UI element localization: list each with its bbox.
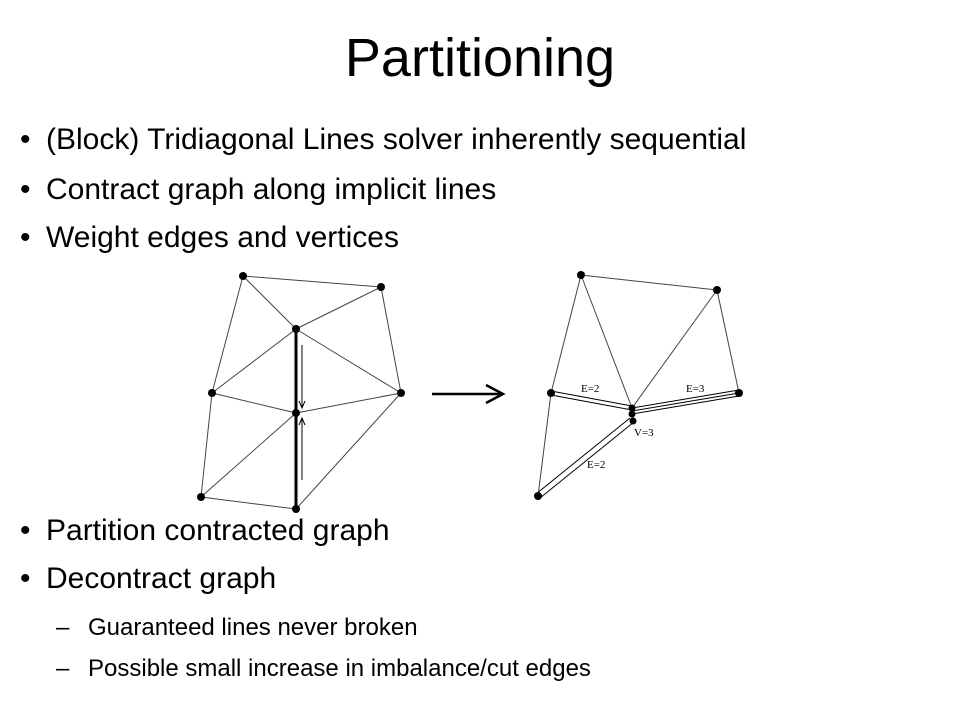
vertex-weight-label: V=3 [634, 427, 654, 439]
bullet-dot: • [20, 514, 31, 547]
graph-edge [211, 275, 244, 394]
graph-edge [537, 392, 552, 497]
graph-edge [295, 392, 402, 510]
bullet-text: Decontract graph [46, 562, 277, 595]
sub-bullet-text: Guaranteed lines never broken [88, 614, 418, 641]
sub-bullet-item: –Guaranteed lines never broken [56, 613, 418, 643]
graph-vertex [377, 283, 385, 291]
graph-vertex [239, 272, 247, 280]
up-arrowhead-icon [298, 416, 306, 426]
graph-vertex [208, 389, 216, 397]
contracted-vertices [534, 271, 743, 500]
graph-vertex [577, 271, 585, 279]
graph-vertex [534, 492, 542, 500]
original-vertices [197, 272, 405, 513]
bullet-dot: • [20, 123, 31, 156]
weighted-edge [535, 417, 631, 495]
bullet-text: Contract graph along implicit lines [46, 173, 497, 206]
graph-vertex [713, 286, 721, 294]
graph-edge [295, 328, 402, 394]
weighted-edge [539, 421, 635, 499]
merged-vertex [628, 404, 636, 412]
graph-edge [550, 274, 582, 394]
graph-vertex [292, 409, 300, 417]
sub-bullet-dash: – [56, 614, 70, 641]
bullet-text: Weight edges and vertices [46, 221, 399, 254]
merged-vertex [629, 417, 637, 425]
bullet-item: • Contract graph along implicit lines [20, 172, 496, 208]
bullet-item: • Decontract graph [20, 561, 276, 597]
weighted-edge [631, 392, 740, 412]
graph-edge [295, 392, 402, 414]
graph-edge [211, 328, 297, 394]
graph-vertex [197, 493, 205, 501]
bullet-dot: • [20, 173, 31, 206]
graph-edge [580, 274, 718, 291]
graph-vertex [547, 389, 555, 397]
weighted-edge [631, 395, 740, 415]
original-graph [200, 275, 402, 510]
graph-edge [200, 496, 297, 510]
graph-edge [631, 289, 718, 409]
graph-edge [295, 286, 382, 330]
weighted-edge [550, 390, 633, 407]
bullet-text: (Block) Tridiagonal Lines solver inheren… [46, 123, 747, 156]
bullet-text: Partition contracted graph [46, 514, 390, 547]
contracted-graph [537, 274, 740, 497]
merged-vertex [628, 410, 636, 418]
weighted-edges [535, 389, 740, 499]
bullet-item: • (Block) Tridiagonal Lines solver inhere… [20, 122, 746, 158]
graph-edge [380, 286, 402, 394]
graph-edge [200, 412, 297, 498]
page-title: Partitioning [344, 28, 616, 88]
graph-edge [200, 392, 213, 498]
graph-vertex [397, 389, 405, 397]
down-arrowhead-icon [298, 400, 306, 410]
graph-edge [242, 275, 297, 330]
bullet-dot: • [20, 562, 31, 595]
graph-edge [211, 392, 297, 414]
bullet-item: • Weight edges and vertices [20, 220, 399, 256]
edge-weight-label: E=2 [581, 383, 599, 395]
edge-weight-label: E=3 [686, 383, 705, 395]
graph-vertex [292, 505, 300, 513]
bullet-item: • Partition contracted graph [20, 513, 390, 549]
sub-bullet-dash: – [56, 655, 70, 682]
contraction-arrow-icon [432, 383, 506, 405]
edge-weight-label: E=2 [587, 459, 605, 471]
sub-bullet-text: Possible small increase in imbalance/cut… [88, 655, 591, 682]
bullet-dot: • [20, 221, 31, 254]
line-direction-arrows [298, 345, 306, 480]
graph-edge [242, 275, 382, 288]
graph-vertex [735, 389, 743, 397]
graph-vertex [292, 325, 300, 333]
weighted-edge [550, 394, 633, 411]
sub-bullet-item: –Possible small increase in imbalance/cu… [56, 654, 591, 684]
weighted-edge [631, 389, 740, 409]
graph-edge [580, 274, 633, 409]
graph-edge [716, 289, 740, 394]
